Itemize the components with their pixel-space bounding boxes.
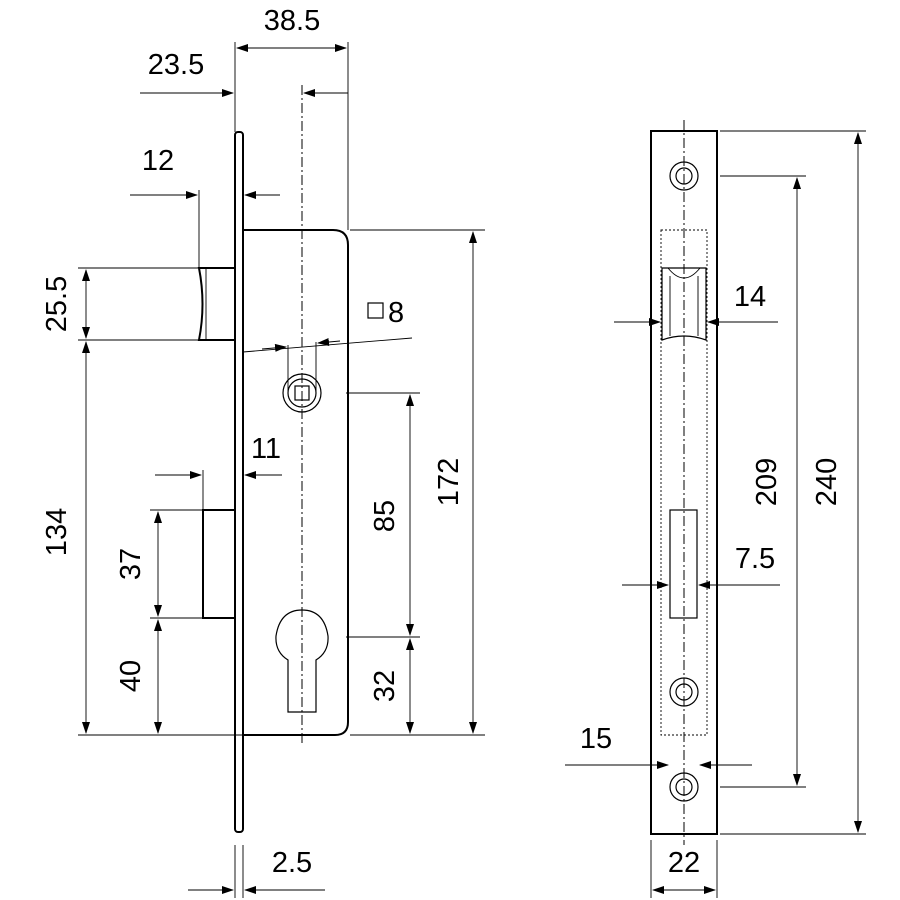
dim-37: 37 <box>115 548 147 580</box>
latch-opening <box>661 267 707 341</box>
dim-15: 15 <box>580 723 612 755</box>
dim-172: 172 <box>433 458 465 506</box>
dim-11: 11 <box>251 433 281 465</box>
dim-40: 40 <box>115 660 147 692</box>
dim-7-5: 7.5 <box>735 543 775 575</box>
dim-32: 32 <box>369 670 401 702</box>
dim-22: 22 <box>668 847 700 879</box>
dim-25-5: 25.5 <box>41 276 73 332</box>
dim-23-5: 23.5 <box>148 49 204 81</box>
dim-square-8: 8 <box>388 297 404 329</box>
latch-bolt <box>197 267 236 341</box>
dim-14: 14 <box>734 281 766 313</box>
dim-38-5: 38.5 <box>264 5 320 37</box>
right-labels: 14 209 240 7.5 15 22 <box>580 281 843 879</box>
right-dimensions <box>565 130 866 898</box>
lock-case <box>242 229 349 736</box>
lock-side-view <box>197 85 349 833</box>
dim-85: 85 <box>369 500 401 532</box>
square-symbol-icon <box>367 302 384 319</box>
dim-240: 240 <box>811 458 843 506</box>
faceplate-front-view <box>650 120 718 845</box>
dim-2-5: 2.5 <box>272 847 312 879</box>
faceplate <box>234 131 244 833</box>
left-labels: 38.5 23.5 12 25.5 8 11 172 134 85 37 40 … <box>41 5 465 879</box>
dim-134: 134 <box>41 508 73 556</box>
dead-bolt <box>202 509 236 619</box>
dim-209: 209 <box>751 458 783 506</box>
left-dimensions <box>78 42 485 898</box>
bolt-opening <box>669 509 698 619</box>
dim-12: 12 <box>142 145 174 177</box>
